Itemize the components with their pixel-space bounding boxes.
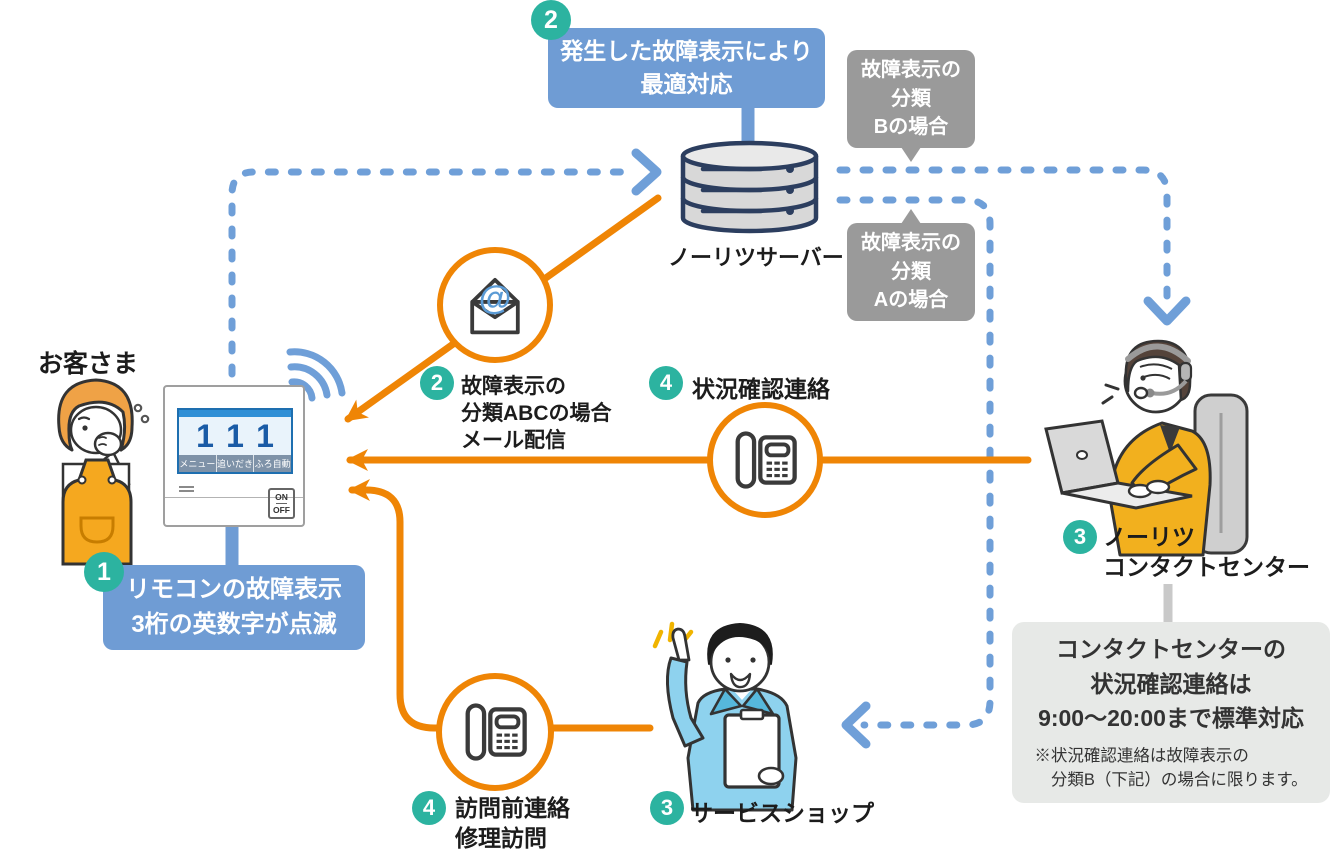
step4-status-label: 状況確認連絡 <box>692 376 830 402</box>
contact-center-hours-note: コンタクトセンターの 状況確認連絡は 9:00〜20:00まで標準対応 ※状況確… <box>1012 622 1330 803</box>
contact-center-label: ノーリツ コンタクトセンター <box>1103 524 1310 581</box>
step2-server-callout: 発生した故障表示により 最適対応 <box>548 28 825 108</box>
status-phone-icon <box>707 402 823 518</box>
remote-button-auto: ふろ自動 <box>254 459 291 469</box>
contact-center-badge: 3 <box>1063 520 1097 554</box>
step2-badge: 2 <box>531 0 571 40</box>
dashed-route-server-to-shop <box>836 196 994 729</box>
step4-status-badge: 4 <box>649 366 683 400</box>
remote-screen-header <box>179 410 291 417</box>
service-shop-label: サービスショップ <box>690 800 874 826</box>
dashed-route-server-to-contact <box>836 166 1171 300</box>
service-shop-badge: 3 <box>650 791 684 825</box>
database-server-icon <box>680 140 819 234</box>
mail-at-icon <box>437 247 553 363</box>
remote-speaker <box>179 486 194 494</box>
remote-error-code: 111 <box>196 417 288 454</box>
remote-controller: 111 メニュー 追いだき ふろ自動 ON OFF <box>163 385 305 527</box>
remote-screen: 111 メニュー 追いだき ふろ自動 <box>177 408 293 474</box>
step1-badge: 1 <box>84 552 124 592</box>
orange-route-shop-to-remote <box>348 479 654 732</box>
chevron-right-icon <box>631 148 662 196</box>
operator-illustration <box>1044 339 1249 557</box>
technician-illustration <box>652 621 798 812</box>
customer-illustration <box>57 378 150 566</box>
server-label: ノーリツサーバー <box>668 245 844 270</box>
remote-onoff-button: ON OFF <box>268 488 295 519</box>
step2-mail-badge: 2 <box>420 366 454 400</box>
case-a-callout: 故障表示の 分類 Aの場合 <box>847 209 975 321</box>
remote-divider <box>165 497 303 498</box>
customer-label: お客さま <box>38 350 139 378</box>
step1-callout: リモコンの故障表示 3桁の英数字が点滅 <box>103 565 365 650</box>
step4-visit-label: 訪問前連絡 修理訪問 <box>455 795 570 852</box>
remote-button-menu: メニュー <box>179 455 217 472</box>
wifi-signal-icon <box>286 348 346 402</box>
visit-phone-icon <box>436 673 554 791</box>
chevron-left-icon <box>841 701 871 749</box>
step4-visit-badge: 4 <box>412 791 446 825</box>
remote-button-reheat: 追いだき <box>217 455 255 472</box>
chevron-down-icon <box>1143 296 1191 326</box>
dashed-route-remote-to-server <box>228 168 640 378</box>
step2-mail-label: 故障表示の 分類ABCの場合 メール配信 <box>461 375 612 452</box>
case-b-callout: 故障表示の 分類 Bの場合 <box>847 50 975 162</box>
